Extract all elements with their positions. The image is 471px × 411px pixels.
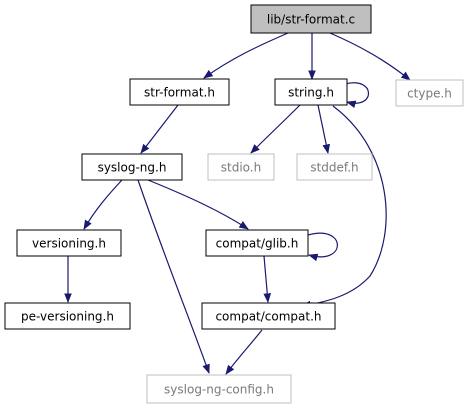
node-label: versioning.h [32,237,106,251]
edge-string-h-to-string-h [344,82,370,108]
node-label: stddef.h [310,161,358,175]
node-label: str-format.h [144,86,215,100]
edge-syslog-ng-h-to-syslog-ng-config-h [137,179,210,374]
node-lib-str-format-c[interactable]: lib/str-format.c [250,4,372,34]
edge-compat-glib-h-to-compat-glib-h [307,232,338,262]
node-compat-compat-h[interactable]: compat/compat.h [201,302,336,330]
node-label: stdio.h [221,161,261,175]
node-label: syslog-ng.h [98,161,167,175]
node-versioning-h[interactable]: versioning.h [16,229,122,257]
node-pe-versioning-h[interactable]: pe-versioning.h [4,302,131,330]
node-label: pe-versioning.h [21,310,114,324]
node-ctype-h[interactable]: ctype.h [395,79,464,107]
node-label: lib/str-format.c [267,13,355,27]
node-label: string.h [288,86,334,100]
node-stddef-h[interactable]: stddef.h [296,153,373,181]
edge-compat-glib-h-to-compat-compat-h [263,255,272,303]
node-label: ctype.h [407,87,452,101]
node-str-format-h[interactable]: str-format.h [129,78,230,106]
edge-compat-compat-h-to-syslog-ng-config-h [225,329,263,375]
node-label: syslog-ng-config.h [164,383,274,397]
node-label: compat/glib.h [216,237,299,251]
edge-string-h-to-stdio-h [250,104,301,154]
edge-string-h-to-stddef-h [317,104,330,154]
edge-lib-str-format-c-to-ctype-h [329,32,411,81]
edge-syslog-ng-h-to-compat-glib-h [147,179,249,230]
edge-string-h-to-compat-compat-h [301,105,387,309]
node-syslog-ng-h[interactable]: syslog-ng.h [81,153,183,181]
node-syslog-ng-config-h[interactable]: syslog-ng-config.h [146,374,292,404]
edge-lib-str-format-c-to-str-format-h [203,32,289,79]
node-string-h[interactable]: string.h [274,78,348,106]
node-label: compat/compat.h [215,310,321,324]
node-compat-glib-h[interactable]: compat/glib.h [205,229,309,257]
node-stdio-h[interactable]: stdio.h [207,153,275,181]
edge-syslog-ng-h-to-versioning-h [83,179,123,230]
edge-str-format-h-to-syslog-ng-h [140,104,179,154]
